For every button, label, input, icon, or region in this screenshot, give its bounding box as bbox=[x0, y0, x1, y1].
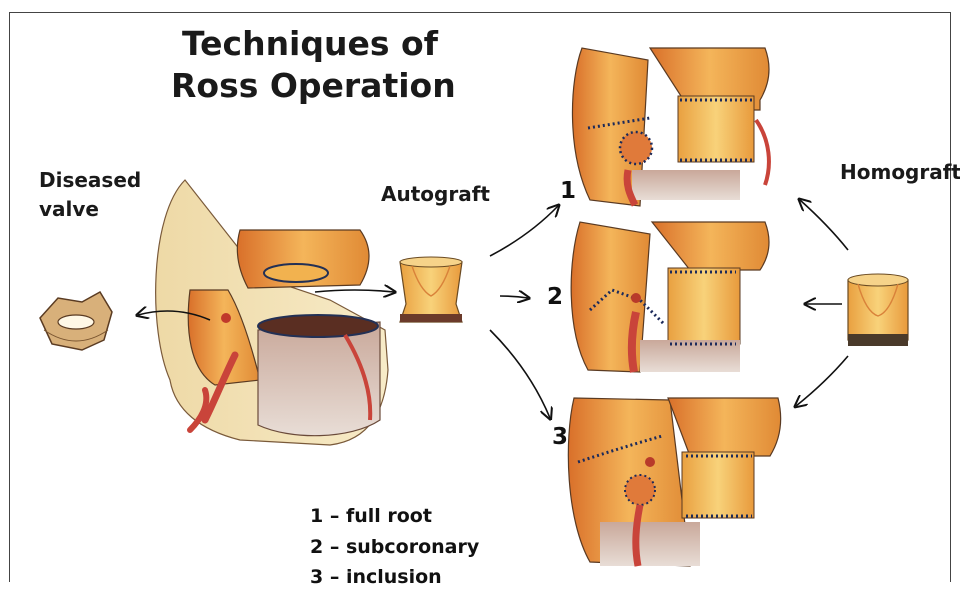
legend-item-inclusion: 3 – inclusion bbox=[310, 566, 442, 588]
technique-number-2: 2 bbox=[547, 284, 563, 310]
arrow-homograft-to-1 bbox=[800, 200, 848, 250]
title-line-1: Techniques of bbox=[182, 24, 438, 63]
arrow-homograft-to-3 bbox=[796, 356, 848, 406]
homograft-drawing bbox=[848, 274, 908, 346]
technique-number-3: 3 bbox=[552, 424, 568, 450]
technique-2-drawing bbox=[571, 222, 769, 372]
technique-1-drawing bbox=[572, 48, 769, 206]
legend-item-subcoronary: 2 – subcoronary bbox=[310, 536, 479, 558]
heart-drawing bbox=[156, 180, 388, 445]
label-diseased-valve-line-2: valve bbox=[39, 197, 99, 221]
title-line-2: Ross Operation bbox=[171, 66, 456, 105]
autograft-drawing bbox=[400, 257, 462, 322]
label-homograft: Homograft bbox=[840, 160, 960, 184]
arrow-to-technique-1 bbox=[490, 206, 558, 256]
arrow-to-technique-2 bbox=[500, 296, 528, 298]
arrow-to-technique-3 bbox=[490, 330, 550, 418]
label-diseased-valve-line-1: Diseased bbox=[39, 168, 141, 192]
technique-3-drawing bbox=[568, 398, 780, 566]
technique-number-1: 1 bbox=[560, 178, 576, 204]
label-autograft: Autograft bbox=[381, 182, 490, 206]
legend-item-full-root: 1 – full root bbox=[310, 505, 432, 527]
diseased-valve-drawing bbox=[40, 292, 112, 350]
arrow-to-autograft bbox=[315, 290, 394, 292]
